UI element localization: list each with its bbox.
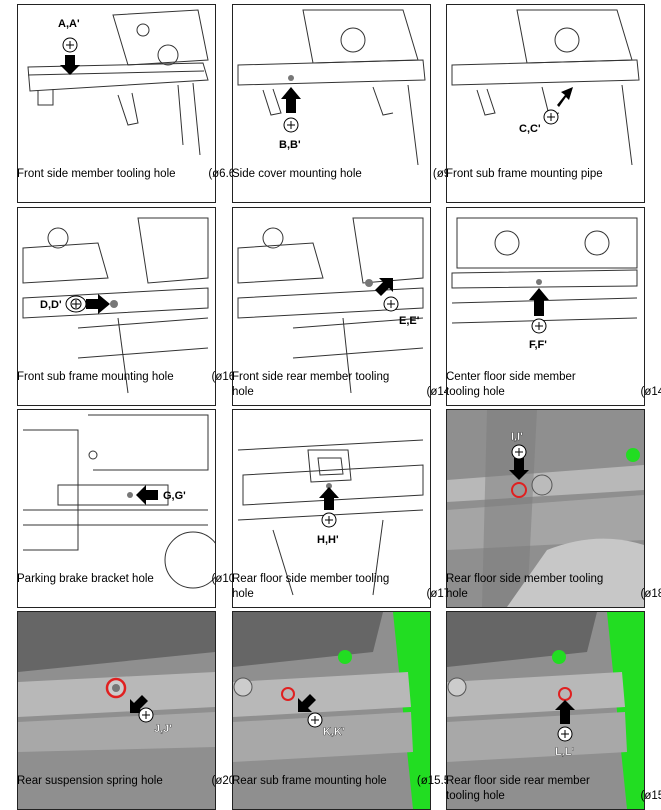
caption: Front sub frame mounting pipe [446,167,656,182]
line-drawing: C,C' [446,4,645,203]
rear-floor-rear-member-photo: L,L' [447,612,644,809]
callout-label: D,D' [40,299,62,311]
caption: Rear sub frame mounting hole (ø15.5) [232,774,454,789]
caption-title: Front sub frame mounting hole [17,371,174,383]
rear-suspension-photo: J,J' [18,612,215,809]
callout-label: I,I' [511,431,523,443]
photo: I,I' [446,409,645,608]
line-drawing: D,D' [17,207,216,406]
rear-floor-drawing: H,H' [237,439,424,596]
caption-title: Rear floor side member tooling hole [446,573,604,600]
caption-diameter: (ø14) [640,386,661,398]
caption: Rear suspension spring hole (ø20) [17,774,239,789]
caption-title: Rear sub frame mounting hole [232,775,387,787]
caption: Parking brake bracket hole (ø10) [17,572,239,587]
caption-title: Front sub frame mounting pipe [446,168,603,180]
callout-label: E,E' [399,315,420,327]
photo: J,J' [17,611,216,810]
caption-diameter: (ø6.6) [208,168,239,180]
front-side-rear-member-drawing: E,E' [237,217,424,394]
callout-label: A,A' [58,18,80,30]
photo: K,K' [232,611,431,810]
caption-diameter: (ø15.5) [416,775,454,787]
line-drawing: F,F' [446,207,645,406]
front-sub-frame-pipe-drawing: C,C' [451,9,640,166]
caption: Front side member tooling hole (ø6.6) [17,167,239,182]
callout-label: G,G' [163,490,186,502]
line-drawing: H,H' [232,409,431,608]
caption: Rear floor side member tooling hole (ø18… [446,572,661,602]
front-sub-frame-hole-drawing: D,D' [22,217,209,394]
parking-brake-drawing: G,G' [23,414,215,589]
line-drawing: G,G' [17,409,216,608]
callout-label: C,C' [519,123,541,135]
caption-title: Rear floor side member tooling hole [232,573,390,600]
callout-label: K,K' [323,726,345,738]
caption: Front side rear member tooling hole (ø14… [232,370,454,400]
callout-label: H,H' [317,534,339,546]
caption-diameter: (ø18) [640,588,661,600]
callout-label: L,L' [555,746,574,758]
caption: Rear floor side rear member tooling hole… [446,774,661,804]
rear-floor-photo-i: I,I' [447,410,644,607]
front-side-member-drawing: A,A' [27,9,209,156]
photo: L,L' [446,611,645,810]
line-drawing: A,A' [17,4,216,203]
callout-label: B,B' [279,139,301,151]
caption-title: Rear suspension spring hole [17,775,163,787]
side-cover-drawing: B,B' [237,9,426,166]
caption-title: Parking brake bracket hole [17,573,154,585]
line-drawing: B,B' [232,4,431,203]
callout-label: F,F' [529,339,547,351]
caption-title: Side cover mounting hole [232,168,362,180]
caption-title: Rear floor side rear member tooling hole [446,775,590,802]
callout-label: J,J' [154,723,172,735]
line-drawing: E,E' [232,207,431,406]
rear-sub-frame-photo: K,K' [233,612,430,809]
caption-title: Front side rear member tooling hole [232,371,390,398]
caption-title: Front side member tooling hole [17,168,176,180]
caption: Front sub frame mounting hole (ø16) [17,370,239,385]
caption-title: Center floor side member tooling hole [446,371,576,398]
caption: Side cover mounting hole (ø9) [232,167,454,182]
center-floor-drawing: F,F' [451,217,638,351]
caption: Rear floor side member tooling hole (ø17… [232,572,454,602]
caption-diameter: (ø15) [640,790,661,802]
caption: Center floor side member tooling hole (ø… [446,370,661,400]
